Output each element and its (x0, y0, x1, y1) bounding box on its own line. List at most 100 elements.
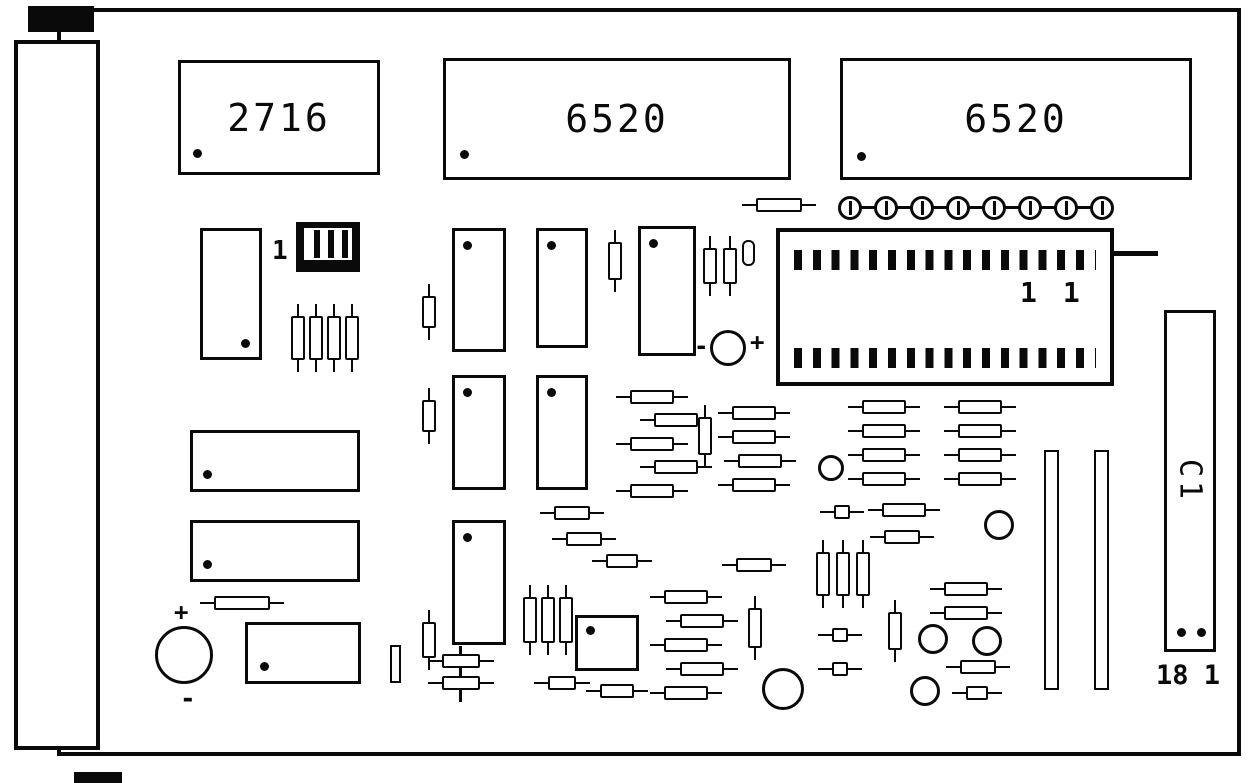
resistor (559, 585, 573, 655)
resistor (870, 530, 934, 544)
resistor (724, 454, 796, 468)
ic-mid-3 (638, 226, 696, 356)
resistor (666, 614, 738, 628)
pin1-dot (260, 662, 269, 671)
resistor (650, 638, 722, 652)
resistor (616, 484, 688, 498)
pin1-dot (203, 560, 212, 569)
resistor (541, 585, 555, 655)
ic-bottom-left (245, 622, 361, 684)
resistor (930, 582, 1002, 596)
resistor (848, 472, 920, 486)
pin1-dot (857, 152, 866, 161)
pin1-dot (463, 241, 472, 250)
transistor (762, 668, 804, 710)
resistor (946, 660, 1010, 674)
card-edge-connector (14, 40, 100, 750)
resistor (608, 230, 622, 292)
ic-mid-1 (452, 228, 506, 352)
resistor (200, 596, 284, 610)
ic-left-2 (190, 520, 360, 582)
cap-plus-sign: + (174, 598, 189, 626)
dip-socket: 1 1 (776, 228, 1114, 386)
resistor (650, 590, 722, 604)
solder-pad (838, 196, 862, 220)
transistor (910, 676, 940, 706)
pin-dot (1197, 628, 1206, 637)
resistor (848, 448, 920, 462)
resistor (422, 284, 436, 340)
resistor (422, 610, 436, 670)
pin-number-labels: 18 1 (1156, 660, 1220, 691)
transistor (972, 626, 1002, 656)
socket-pin-label: 1 (1062, 276, 1080, 309)
solder-pad (946, 196, 970, 220)
ic-2716: 2716 (178, 60, 380, 175)
solder-pad (1090, 196, 1114, 220)
resistor (640, 460, 712, 474)
transistor (984, 510, 1014, 540)
resistor (640, 413, 712, 427)
cap-minus-sign: - (694, 332, 709, 360)
pin1-dot (241, 339, 250, 348)
transistor (918, 624, 948, 654)
resistor (309, 304, 323, 372)
ic-2716-label: 2716 (227, 95, 331, 140)
resistor (856, 540, 870, 608)
resistor (723, 236, 737, 296)
pin1-dot (203, 470, 212, 479)
capacitor (710, 330, 746, 366)
resistor (422, 388, 436, 444)
resistor (616, 390, 688, 404)
ic-small-left (200, 228, 262, 360)
pin1-dot (460, 150, 469, 159)
resistor (944, 424, 1016, 438)
cap-plus-sign: + (750, 328, 765, 356)
pin1-dot (463, 533, 472, 542)
dip-switch (296, 222, 360, 272)
resistor (540, 506, 604, 520)
resistor (592, 554, 652, 568)
resistor (390, 645, 401, 683)
pin-dot (1177, 628, 1186, 637)
resistor (666, 662, 738, 676)
resistor (718, 478, 790, 492)
trace (459, 646, 462, 702)
cap-minus-sign: - (180, 684, 196, 714)
resistor (818, 662, 862, 676)
solder-pad (1018, 196, 1042, 220)
socket-lead (1114, 251, 1158, 256)
resistor (848, 424, 920, 438)
resistor (327, 304, 341, 372)
socket-pin-labels: 1 1 (1020, 276, 1080, 309)
resistor (428, 654, 494, 668)
ic-6520-1: 6520 (443, 58, 791, 180)
resistor (836, 540, 850, 608)
resistor (952, 686, 1002, 700)
jumper-strip (1044, 450, 1059, 690)
resistor (650, 686, 722, 700)
socket-pin-label: 1 (1020, 276, 1037, 309)
ic-mid-2 (536, 228, 588, 348)
capacitor-c1: C1 (1164, 310, 1216, 652)
pin1-dot (463, 388, 472, 397)
transistor (818, 455, 844, 481)
resistor (552, 532, 616, 546)
resistor (523, 585, 537, 655)
resistor (742, 198, 816, 212)
resistor (428, 676, 494, 690)
pin-1-label: 1 (1203, 660, 1220, 691)
resistor (718, 430, 790, 444)
resistor (616, 437, 688, 451)
resistor (718, 406, 790, 420)
pin-18-label: 18 (1156, 660, 1189, 691)
resistor (291, 304, 305, 372)
resistor (944, 400, 1016, 414)
pin1-dot (547, 388, 556, 397)
resistor (818, 628, 862, 642)
resistor (698, 405, 712, 467)
resistor (888, 600, 902, 662)
resistor (586, 684, 648, 698)
electrolytic-capacitor (155, 626, 213, 684)
ic-6520-2-label: 6520 (964, 97, 1068, 141)
